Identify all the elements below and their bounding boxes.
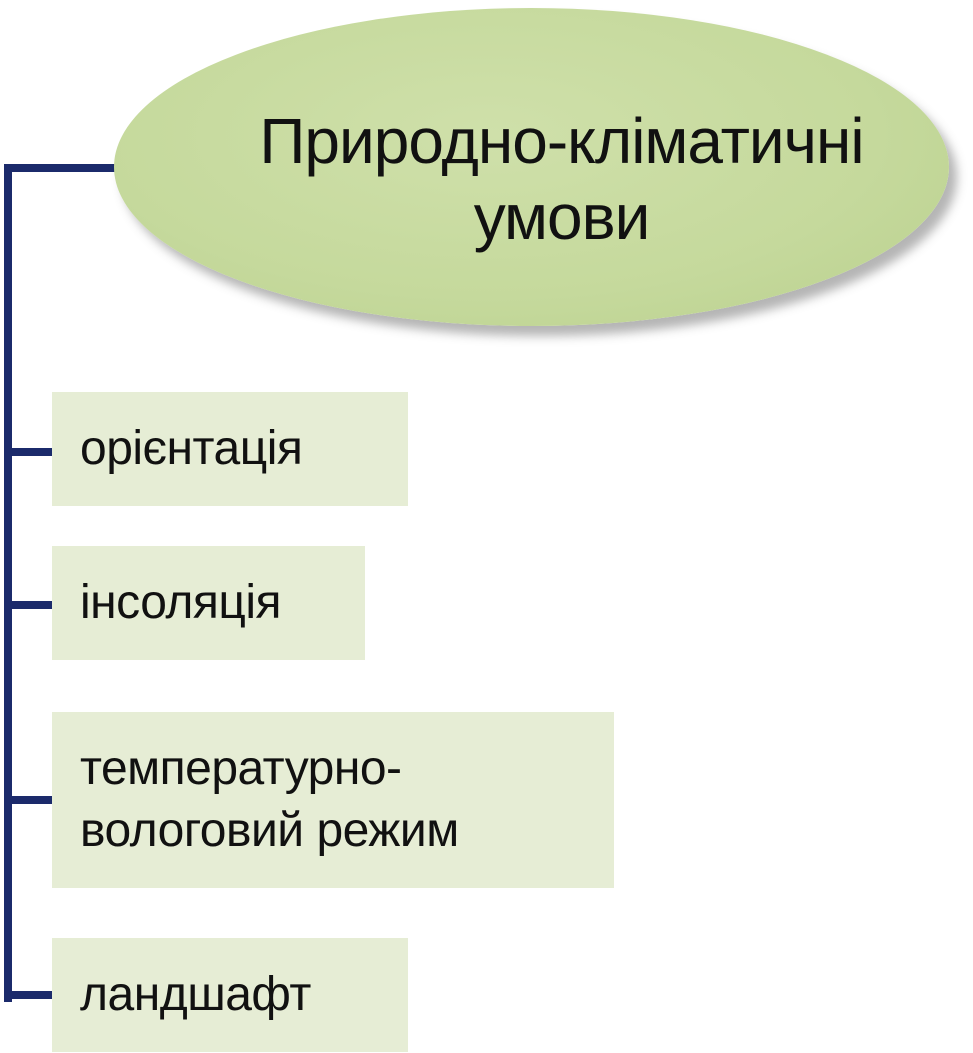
root-label-line-1: Природно-кліматичні xyxy=(259,105,864,177)
root-node: Природно-кліматичні умови xyxy=(114,8,949,326)
child-node-label: температурно- вологовий режим xyxy=(80,738,459,862)
child-node-orientation: орієнтація xyxy=(52,392,408,506)
child-node-landscape: ландшафт xyxy=(52,938,408,1052)
child-node-label: ландшафт xyxy=(80,968,311,1021)
child-node-insolation: інсоляція xyxy=(52,546,365,660)
child-node-label-line-2: вологовий режим xyxy=(80,804,459,857)
child-node-label: орієнтація xyxy=(80,422,303,475)
child-node-temperature-humidity: температурно- вологовий режим xyxy=(52,712,614,888)
root-node-label: Природно-кліматичні умови xyxy=(259,103,864,255)
child-node-label-line-1: температурно- xyxy=(80,742,402,795)
root-label-line-2: умови xyxy=(473,181,651,253)
child-node-label: інсоляція xyxy=(80,576,282,629)
